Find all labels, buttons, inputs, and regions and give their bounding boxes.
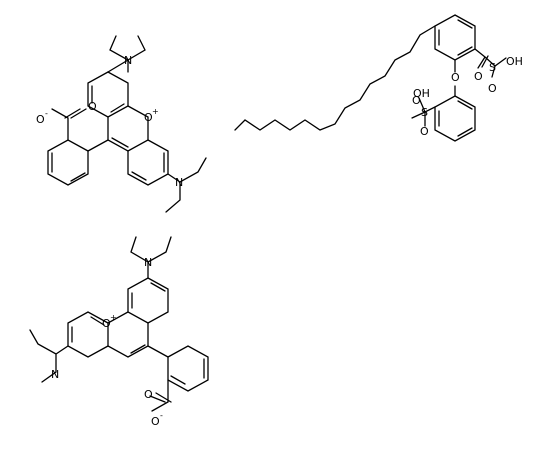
label-carboxylate-2: O (151, 415, 160, 428)
label-o-ring-2: O (102, 317, 111, 330)
label-o-ring-1: O (144, 111, 153, 124)
label-n-right-1: N (175, 176, 183, 189)
label-n-top-2: N (144, 256, 152, 269)
label-n-left-2: N (51, 368, 59, 381)
label-sulfonyl-o2a: O (412, 94, 421, 107)
label-ether-o: O (451, 71, 460, 84)
label-sulfonyl-o1b: O (488, 82, 497, 95)
molecule-dodecyl-disulfonic-acid: O S O O OH S O O OH (234, 14, 523, 142)
label-carboxylate-1: O (36, 113, 45, 126)
label-sulfonyl-s1: S (489, 61, 496, 74)
label-n-top-1: N (124, 54, 132, 67)
label-sulfonyl-oh2: OH (413, 87, 430, 100)
label-sulfonyl-s2: S (421, 106, 428, 119)
label-carboxylate-charge-1: - (45, 109, 48, 118)
label-carbonyl-o-2: O (144, 388, 153, 401)
label-carboxylate-charge-2: - (160, 411, 163, 420)
label-sulfonyl-o2b: O (420, 125, 429, 138)
label-sulfonyl-oh1: OH (506, 55, 523, 68)
molecule-rhodamine-1: N N O + O - O (36, 35, 207, 213)
label-sulfonyl-o1a: O (474, 70, 483, 83)
label-carbonyl-o-1: O (88, 100, 97, 113)
label-o-ring-charge-2: + (110, 313, 117, 322)
label-o-ring-charge-1: + (152, 107, 159, 116)
molecule-rhodamine-2: N N O + O O - (29, 236, 209, 428)
